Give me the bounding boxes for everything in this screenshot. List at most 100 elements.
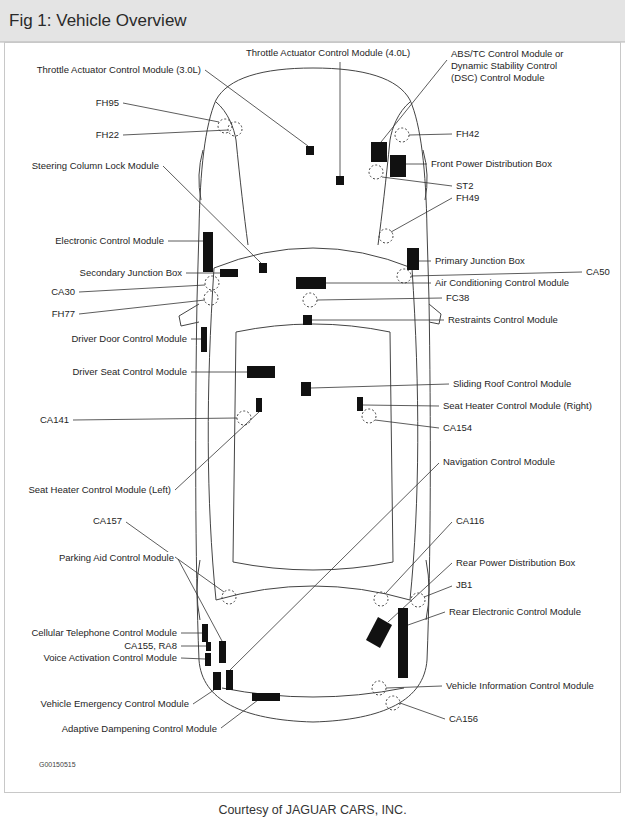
part-label: Sliding Roof Control Module bbox=[452, 378, 572, 390]
part-label: Rear Power Distribution Box bbox=[455, 557, 576, 569]
leader-line bbox=[181, 658, 205, 659]
connector-label: CA116 bbox=[455, 515, 485, 527]
control-module bbox=[252, 693, 280, 701]
car-outline bbox=[236, 140, 248, 245]
part-label: Rear Electronic Control Module bbox=[448, 606, 582, 618]
connector-label: FH95 bbox=[95, 97, 120, 109]
connector-label: CA157 bbox=[92, 515, 123, 527]
leader-line bbox=[123, 103, 219, 122]
car-outline bbox=[208, 268, 216, 600]
leader-line bbox=[400, 703, 445, 719]
connector-label: FH22 bbox=[95, 129, 120, 141]
leader-line bbox=[73, 418, 237, 420]
car-outline bbox=[429, 304, 441, 324]
part-label: Vehicle Information Control Module bbox=[445, 680, 595, 692]
leader-line bbox=[312, 320, 444, 321]
connector-label: FC38 bbox=[445, 292, 470, 304]
car-outline bbox=[199, 150, 203, 200]
connector-circle bbox=[205, 276, 219, 290]
leader-line bbox=[317, 298, 442, 300]
part-label: Navigation Control Module bbox=[442, 456, 556, 468]
car-outline bbox=[197, 560, 200, 620]
car-outline bbox=[233, 332, 236, 562]
connector-label: CA141 bbox=[39, 414, 70, 426]
leader-line bbox=[79, 300, 205, 314]
connector-circle bbox=[204, 119, 425, 710]
part-label: Parking Aid Control Module bbox=[58, 552, 175, 564]
car-outline bbox=[179, 304, 199, 326]
connector-label: CA154 bbox=[442, 422, 473, 434]
leader-line bbox=[386, 522, 452, 593]
connector-label: CA30 bbox=[50, 286, 76, 298]
control-module bbox=[371, 142, 387, 162]
connector-circle bbox=[222, 590, 236, 604]
connector-circle bbox=[386, 696, 400, 710]
car-outline bbox=[216, 102, 236, 140]
part-label: Cellular Telephone Control Module bbox=[30, 627, 178, 639]
car-outline bbox=[196, 68, 431, 722]
connector-label: CA156 bbox=[448, 713, 479, 725]
car-outline bbox=[423, 150, 427, 200]
control-module bbox=[336, 176, 344, 185]
control-module bbox=[206, 642, 211, 651]
leader-line bbox=[409, 134, 452, 135]
part-label: Seat Heater Control Module (Right) bbox=[442, 400, 593, 412]
leader-line bbox=[311, 384, 449, 388]
leader-line bbox=[186, 273, 220, 274]
connector-label: FH42 bbox=[455, 128, 480, 140]
part-label: Air Conditioning Control Module bbox=[434, 277, 570, 289]
connector-circle bbox=[379, 229, 393, 243]
leader-line bbox=[123, 130, 228, 135]
control-module bbox=[201, 327, 207, 352]
connector-circle bbox=[218, 119, 232, 133]
leader-line bbox=[178, 559, 222, 641]
part-label: Driver Door Control Module bbox=[70, 333, 188, 345]
control-module bbox=[226, 670, 233, 690]
control-module bbox=[201, 142, 419, 701]
control-module bbox=[357, 397, 363, 411]
car-outline bbox=[390, 102, 410, 140]
part-label: ABS/TC Control Module or Dynamic Stabili… bbox=[450, 48, 577, 84]
leader-line bbox=[205, 70, 308, 146]
control-module bbox=[256, 398, 262, 412]
leader-line bbox=[181, 633, 202, 634]
connector-label: CA155, RA8 bbox=[123, 640, 178, 652]
car-outline bbox=[236, 324, 390, 332]
connector-circle bbox=[228, 122, 242, 136]
connector-circle bbox=[362, 409, 376, 423]
control-module bbox=[398, 608, 408, 678]
leader-line bbox=[386, 686, 442, 688]
figure-caption: Courtesy of JAGUAR CARS, INC. bbox=[0, 802, 625, 818]
leader-line bbox=[221, 700, 258, 728]
part-label: Secondary Junction Box bbox=[79, 267, 183, 279]
control-module bbox=[205, 653, 211, 666]
leader-line bbox=[191, 339, 201, 340]
connector-label: CA50 bbox=[585, 266, 611, 278]
car-outline bbox=[222, 688, 404, 697]
part-label: Throttle Actuator Control Module (4.0L) bbox=[245, 47, 411, 59]
connector-label: JB1 bbox=[455, 579, 473, 591]
part-label: Restraints Control Module bbox=[447, 314, 559, 326]
leader-line bbox=[419, 261, 431, 262]
car-outline bbox=[410, 268, 418, 600]
part-label: Front Power Distribution Box bbox=[430, 158, 553, 170]
control-module bbox=[366, 617, 392, 648]
leader-line bbox=[193, 690, 214, 704]
control-module bbox=[301, 382, 311, 396]
control-module bbox=[407, 248, 419, 270]
control-module bbox=[220, 269, 238, 277]
leader-line bbox=[363, 405, 439, 406]
leader-line bbox=[375, 420, 439, 428]
leader-line bbox=[406, 164, 427, 165]
leader-line bbox=[340, 62, 341, 176]
car-outline bbox=[214, 248, 412, 268]
car-outline bbox=[390, 332, 393, 562]
part-label: Throttle Actuator Control Module (3.0L) bbox=[36, 64, 202, 76]
figure-number: G00150515 bbox=[38, 759, 77, 771]
leader-line bbox=[424, 586, 452, 597]
control-module bbox=[213, 672, 221, 690]
connector-circle bbox=[369, 165, 383, 179]
connector-label: FH77 bbox=[51, 308, 76, 320]
car-outline bbox=[426, 560, 429, 620]
